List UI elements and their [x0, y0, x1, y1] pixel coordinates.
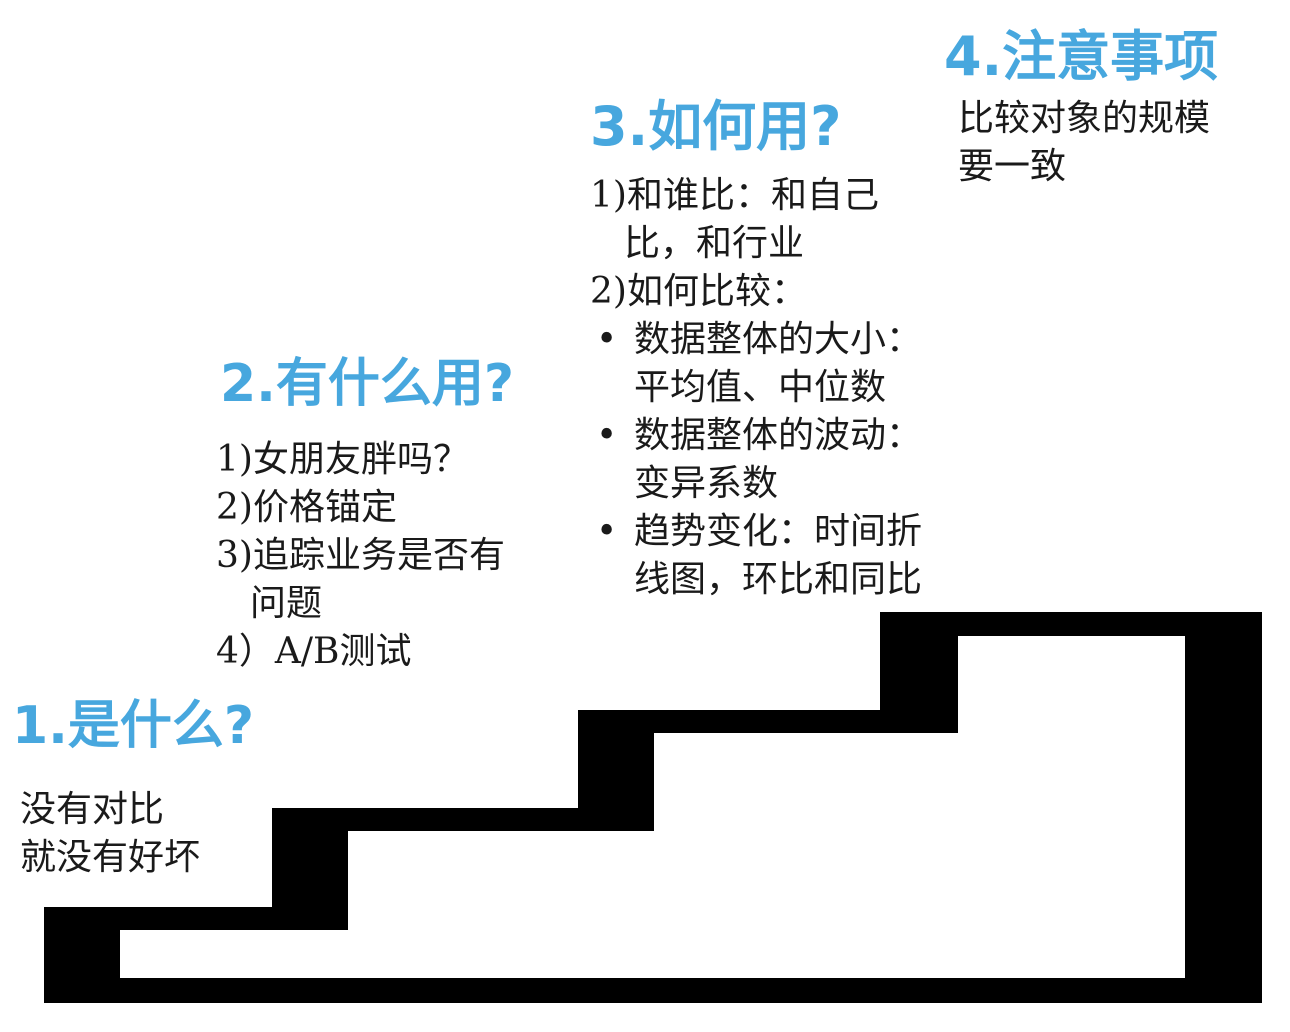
- step2-line-2: 2)价格锚定: [216, 487, 397, 528]
- step3-description: 1)和谁比：和自己 比，和行业 2)如何比较： • 数据整体的大小： 平均值、中…: [590, 172, 922, 604]
- bullet-icon: •: [596, 511, 618, 552]
- step3-bullet-2: • 数据整体的波动： 变异系数: [590, 412, 922, 508]
- step2-line-1: 1)女朋友胖吗？: [216, 439, 469, 480]
- step3-bullet-3-line-1: 趋势变化：时间折: [634, 511, 923, 552]
- step3-line-2: 比，和行业: [624, 223, 805, 264]
- bullet-icon: •: [596, 415, 618, 456]
- step3-line-3: 2)如何比较：: [590, 271, 807, 312]
- step3-line-1: 1)和谁比：和自己: [590, 175, 879, 216]
- step4-line-1: 比较对象的规模: [958, 98, 1211, 139]
- step1-line-2: 就没有好坏: [20, 837, 201, 878]
- step1-description: 没有对比 就没有好坏: [20, 786, 200, 882]
- step3-title: 3.如何用?: [590, 95, 842, 158]
- step3-bullet-3: • 趋势变化：时间折 线图，环比和同比: [590, 508, 922, 604]
- step4-line-2: 要一致: [958, 146, 1067, 187]
- step2-line-5: 4）A/B测试: [216, 631, 412, 672]
- step2-description: 1)女朋友胖吗？ 2)价格锚定 3)追踪业务是否有 问题 4）A/B测试: [216, 436, 505, 676]
- step3-bullet-3-line-2: 线图，环比和同比: [634, 559, 923, 600]
- step2-line-3: 3)追踪业务是否有: [216, 535, 505, 576]
- step1-line-1: 没有对比: [20, 789, 165, 830]
- bullet-icon: •: [596, 319, 618, 360]
- step4-title: 4.注意事项: [944, 25, 1219, 88]
- step4-description: 比较对象的规模 要一致: [958, 95, 1210, 191]
- step3-bullet-1: • 数据整体的大小： 平均值、中位数: [590, 316, 922, 412]
- step3-bullet-1-line-2: 平均值、中位数: [634, 367, 887, 408]
- step1-title: 1.是什么?: [12, 696, 255, 756]
- step3-bullet-2-line-1: 数据整体的波动：: [634, 415, 923, 456]
- step3-bullet-2-line-2: 变异系数: [634, 463, 779, 504]
- step2-title: 2.有什么用?: [220, 354, 515, 414]
- staircase-shape: [44, 612, 1262, 1003]
- step3-bullet-1-line-1: 数据整体的大小：: [634, 319, 923, 360]
- step2-line-4: 问题: [250, 583, 323, 624]
